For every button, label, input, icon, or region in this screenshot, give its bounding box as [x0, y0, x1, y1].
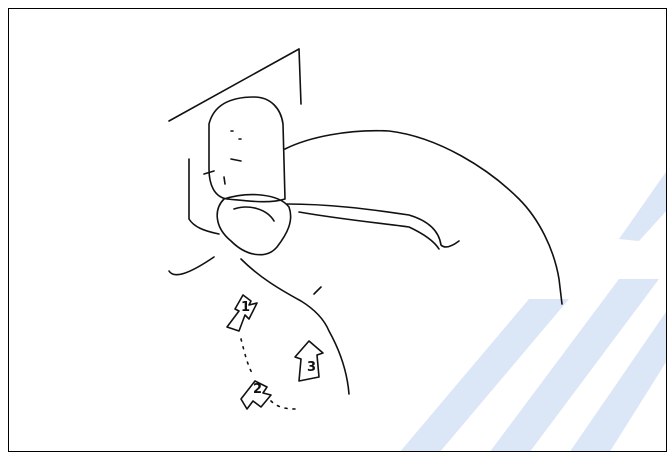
wrist-line	[314, 287, 321, 294]
step-2-label: 2	[253, 383, 262, 396]
figure-frame: 1 2 3	[8, 8, 667, 452]
thumb-nail	[234, 207, 274, 221]
step-1-label: 1	[241, 301, 250, 314]
hand-pressing-switch-illustration	[9, 9, 667, 452]
device-edge-left	[169, 257, 214, 275]
palm-lower	[241, 259, 349, 394]
hand-back	[285, 131, 562, 304]
index-finger	[287, 204, 459, 247]
switch-plate	[189, 159, 219, 234]
switch-key	[209, 97, 285, 202]
device-edge-top	[169, 49, 299, 121]
device-edge-right	[299, 49, 301, 104]
step-3-label: 3	[307, 361, 316, 374]
thumb	[217, 195, 290, 255]
